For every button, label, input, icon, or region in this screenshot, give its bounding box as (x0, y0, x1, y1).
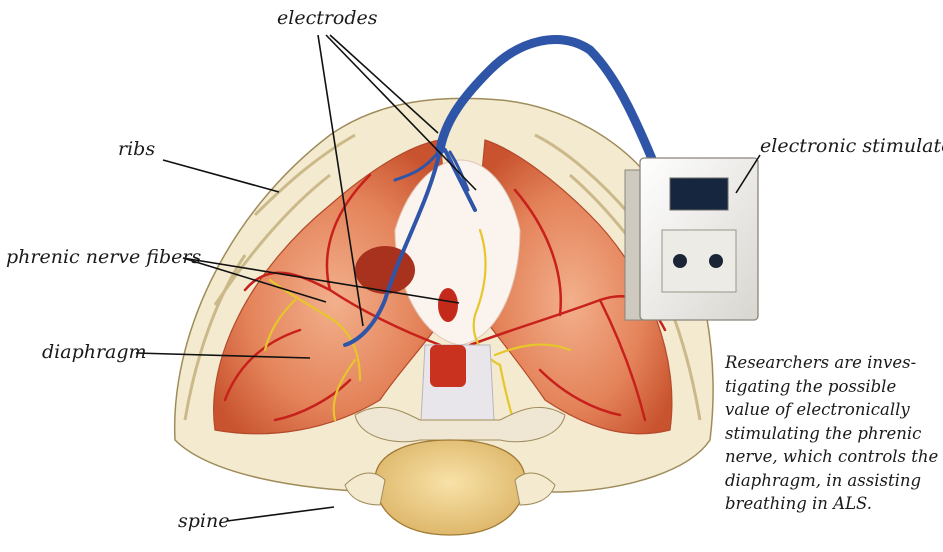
label-ribs: ribs (118, 140, 155, 159)
caption-line: stimulating the phrenic (725, 422, 940, 446)
label-diaphragm: diaphragm (42, 343, 147, 362)
stimulator-knob-right (709, 254, 723, 268)
label-spine: spine (178, 512, 229, 531)
label-phrenic-nerve-fibers: phrenic nerve fibers (6, 248, 201, 267)
caption-line: diaphragm, in assisting (725, 469, 940, 493)
caption-line: breathing in ALS. (725, 492, 940, 516)
leader-ribs (163, 160, 279, 192)
caption-line: Researchers are inves- (725, 351, 940, 375)
caption-line: value of electronically (725, 398, 940, 422)
label-electronic-stimulator: electronic stimulator (760, 137, 943, 156)
leader-spine (227, 507, 334, 521)
esophageal-opening (438, 288, 458, 322)
stimulator-display (670, 178, 728, 210)
caption-line: tigating the possible (725, 375, 940, 399)
caption: Researchers are inves- tigating the poss… (725, 351, 940, 516)
aorta (430, 345, 466, 387)
caption-line: nerve, which controls the (725, 445, 940, 469)
vertebral-body (375, 440, 525, 535)
electronic-stimulator-device (625, 158, 758, 320)
label-electrodes: electrodes (277, 9, 378, 28)
stimulator-knob-left (673, 254, 687, 268)
